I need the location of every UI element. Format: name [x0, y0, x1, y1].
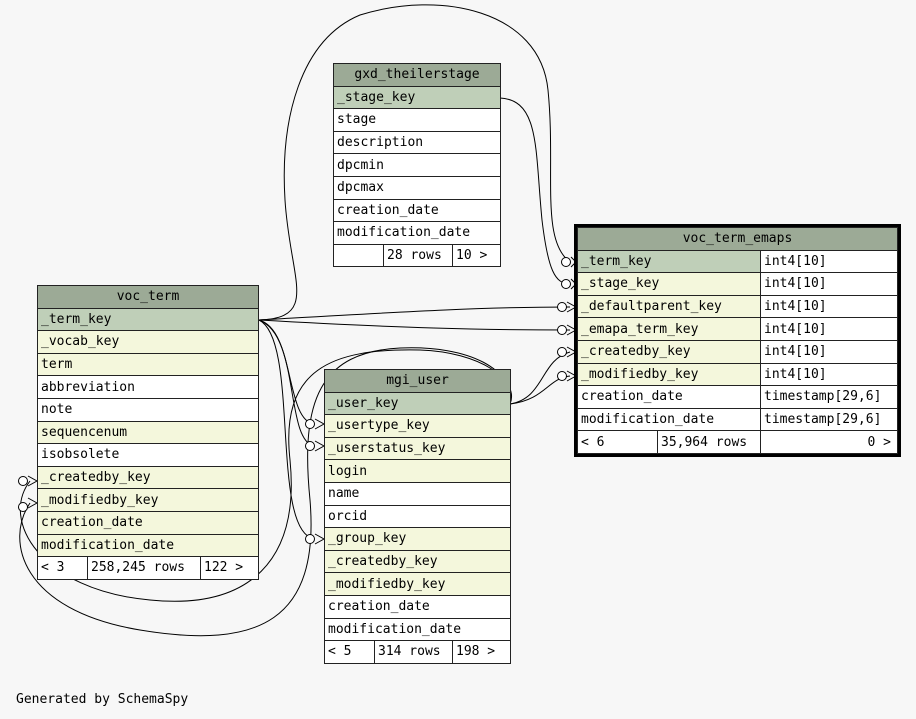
footer-children[interactable]: 10 >: [452, 243, 501, 268]
footer-parents[interactable]: < 6: [577, 430, 658, 454]
table-mgi-user[interactable]: mgi_user _user_key _usertype_key _userst…: [323, 369, 512, 664]
column-type: timestamp[29,6]: [760, 385, 898, 409]
crowfoot-emaps-stage: [561, 279, 571, 289]
footer-row-count: 35,964 rows: [657, 430, 761, 454]
column-usertype-key[interactable]: _usertype_key: [323, 414, 512, 438]
crowfoot-emaps-term: [561, 257, 571, 267]
column-dpcmin[interactable]: dpcmin: [333, 153, 501, 177]
crowfoot-user-userstatus: [305, 441, 315, 451]
column-login[interactable]: login: [323, 459, 512, 483]
column-creation-date[interactable]: creation_date: [333, 198, 501, 223]
crowfoot-user-group: [305, 534, 315, 544]
table-voc-term[interactable]: voc_term _term_key _vocab_key term abbre…: [36, 285, 260, 580]
column-createdby-key[interactable]: _createdby_key: [323, 549, 512, 574]
column-stage-key[interactable]: _stage_key: [333, 85, 501, 110]
column-creation-date[interactable]: creation_date: [577, 385, 761, 409]
edge-emaps-stage-key: [499, 97, 571, 285]
column-type: int4[10]: [760, 317, 898, 341]
crowfoot-emaps-emapa: [557, 325, 567, 335]
crowfoot-emaps-modifiedby: [557, 371, 567, 381]
footer-parents[interactable]: < 5: [324, 640, 375, 664]
column-modification-date[interactable]: modification_date: [333, 221, 501, 245]
footer-parents[interactable]: < 3: [37, 556, 88, 580]
column-orcid[interactable]: orcid: [323, 504, 512, 529]
table-title[interactable]: voc_term_emaps: [577, 227, 898, 251]
column-createdby-key[interactable]: _createdby_key: [577, 339, 761, 364]
table-title[interactable]: gxd_theilerstage: [333, 63, 501, 87]
column-term-key[interactable]: _term_key: [36, 307, 260, 332]
column-createdby-key[interactable]: _createdby_key: [36, 465, 260, 490]
edge-user-group: [258, 319, 315, 540]
footer-row-count: 28 rows: [383, 243, 453, 268]
column-modification-date[interactable]: modification_date: [577, 407, 761, 432]
footer-children[interactable]: 0 >: [760, 430, 898, 454]
crowfoot-emaps-defaultparent: [557, 302, 567, 312]
table-title[interactable]: mgi_user: [323, 369, 512, 393]
column-emapa-term-key[interactable]: _emapa_term_key: [577, 317, 761, 341]
column-userstatus-key[interactable]: _userstatus_key: [323, 436, 512, 461]
column-term-key[interactable]: _term_key: [577, 249, 761, 274]
column-group-key[interactable]: _group_key: [323, 527, 512, 551]
crowfoot-term-modifiedby: [18, 502, 28, 512]
column-creation-date[interactable]: creation_date: [36, 510, 260, 535]
column-type: int4[10]: [760, 249, 898, 274]
footer-children[interactable]: 198 >: [451, 640, 512, 664]
column-sequencenum[interactable]: sequencenum: [36, 420, 260, 445]
column-modifiedby-key[interactable]: _modifiedby_key: [36, 488, 260, 512]
column-description[interactable]: description: [333, 130, 501, 155]
table-title[interactable]: voc_term: [36, 285, 260, 309]
edge-emaps-emapa: [258, 319, 571, 331]
column-abbreviation[interactable]: abbreviation: [36, 375, 260, 399]
column-type: int4[10]: [760, 362, 898, 387]
column-type: int4[10]: [760, 272, 898, 296]
generated-by-footer: Generated by SchemaSpy: [16, 692, 189, 707]
column-dpcmax[interactable]: dpcmax: [333, 175, 501, 200]
edge-emaps-modifiedby: [509, 375, 571, 405]
column-user-key[interactable]: _user_key: [323, 391, 512, 416]
footer-row-count: 314 rows: [374, 640, 453, 664]
edge-emaps-createdby: [509, 351, 571, 405]
crowfoot-emaps-createdby: [557, 347, 567, 357]
column-modifiedby-key[interactable]: _modifiedby_key: [323, 572, 512, 596]
footer-children[interactable]: 122 >: [199, 556, 260, 580]
column-stage[interactable]: stage: [333, 108, 501, 132]
footer-row-count: 258,245 rows: [87, 556, 201, 580]
edge-user-userstatus: [258, 319, 315, 447]
column-isobsolete[interactable]: isobsolete: [36, 443, 260, 467]
column-name[interactable]: name: [323, 481, 512, 506]
footer-parents: [333, 243, 384, 268]
column-defaultparent-key[interactable]: _defaultparent_key: [577, 294, 761, 319]
edge-emaps-defaultparent: [258, 306, 571, 321]
crowfoot-term-createdby: [18, 476, 28, 486]
table-gxd-theilerstage[interactable]: gxd_theilerstage _stage_key stage descri…: [333, 63, 501, 268]
column-term[interactable]: term: [36, 352, 260, 377]
column-vocab-key[interactable]: _vocab_key: [36, 330, 260, 354]
column-type: timestamp[29,6]: [760, 407, 898, 432]
column-type: int4[10]: [760, 294, 898, 319]
crowfoot-user-usertype: [305, 419, 315, 429]
column-creation-date[interactable]: creation_date: [323, 594, 512, 619]
column-note[interactable]: note: [36, 397, 260, 422]
edge-user-usertype: [258, 319, 315, 425]
column-modifiedby-key[interactable]: _modifiedby_key: [577, 362, 761, 387]
column-modification-date[interactable]: modification_date: [323, 617, 512, 642]
column-stage-key[interactable]: _stage_key: [577, 272, 761, 296]
column-modification-date[interactable]: modification_date: [36, 533, 260, 558]
column-type: int4[10]: [760, 339, 898, 364]
